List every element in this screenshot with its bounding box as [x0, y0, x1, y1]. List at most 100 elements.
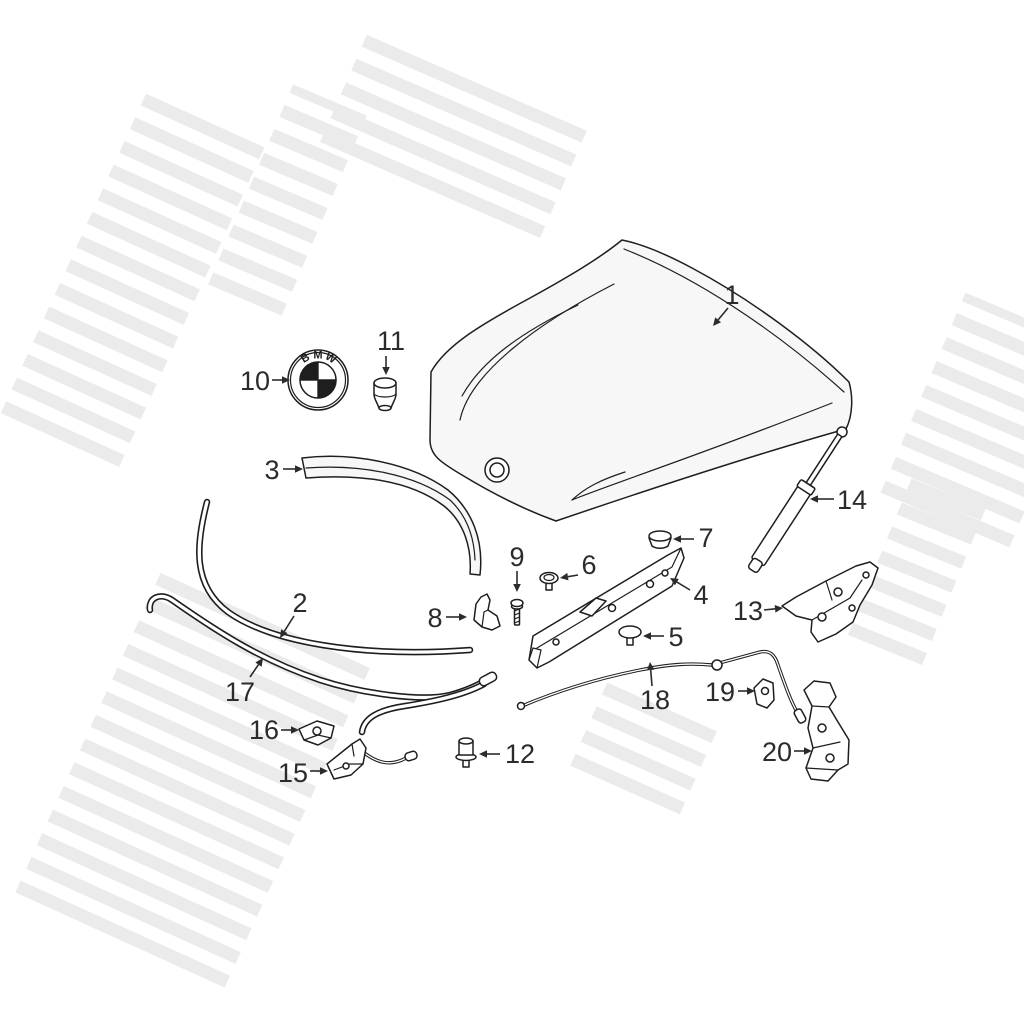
bowden-cable	[146, 593, 498, 736]
release-cable-end-right	[793, 708, 807, 724]
support-bracket-edge	[536, 547, 682, 649]
callout-18-arrowhead	[646, 662, 655, 671]
callout-13-arrowhead	[774, 605, 783, 613]
callout-20: 20	[762, 737, 792, 767]
callout-2-arrowhead	[280, 629, 288, 638]
seal-strip-ridge	[305, 466, 476, 561]
watermark-band	[0, 83, 270, 467]
rubber-stop-foot	[378, 404, 392, 412]
callout-6-arrow	[567, 574, 579, 578]
callout-9: 9	[509, 542, 524, 572]
hood-front-edge	[623, 248, 845, 393]
callout-arrows	[249, 307, 834, 775]
hood-crease-corner	[571, 471, 626, 501]
screw-head	[510, 598, 524, 608]
support-bracket-hole	[607, 603, 617, 613]
hinge-hole	[817, 612, 827, 622]
callout-12: 12	[505, 739, 535, 769]
hood-lock-hole	[342, 762, 350, 770]
emblem-ring-edge	[289, 351, 347, 409]
callout-19: 19	[705, 677, 735, 707]
release-cable-nipple	[711, 659, 723, 671]
watermark-band	[847, 474, 988, 666]
rubber-buffer	[455, 737, 477, 768]
emblem-letter-m: M	[313, 350, 322, 362]
release-cable-end-left	[516, 701, 526, 711]
gas-strut-cylinder	[751, 479, 815, 567]
hinge-hole	[862, 571, 870, 579]
callout-5-arrowhead	[643, 632, 651, 640]
clip-6-ring	[543, 573, 555, 582]
watermark-band	[208, 84, 367, 316]
callout-11-arrowhead	[382, 367, 390, 375]
hood-lock	[326, 738, 418, 780]
cable-holder	[753, 678, 775, 709]
gas-strut-collar	[796, 479, 816, 496]
callout-6-arrowhead	[560, 572, 569, 581]
hood-rubber-stop	[373, 377, 397, 412]
hinge-fold-line	[811, 579, 863, 621]
watermark-band	[880, 292, 1024, 548]
clip-7-head	[648, 530, 672, 542]
callout-13-arrow	[763, 608, 776, 611]
hood-latch-hole	[825, 753, 835, 763]
rubber-seal-core	[197, 500, 472, 654]
rubber-buffer-top	[458, 737, 474, 745]
latch-bracket-hole	[312, 726, 322, 736]
latch-bracket	[298, 720, 335, 746]
hood-latch	[803, 680, 850, 782]
support-bracket-outline	[528, 547, 685, 669]
callout-3: 3	[264, 455, 279, 485]
hood-outline	[429, 239, 853, 522]
support-bracket-hole	[661, 569, 669, 577]
release-cable-core	[521, 650, 800, 716]
rubber-stop-band	[373, 393, 397, 398]
screw	[510, 598, 524, 626]
hood-lock-cable-core	[362, 751, 409, 764]
hinge-hole	[833, 587, 843, 597]
clip-5-head	[618, 625, 642, 639]
callout-14: 14	[837, 485, 867, 515]
callout-3-arrowhead	[295, 465, 303, 473]
hood-lock-detail	[333, 743, 364, 771]
callout-1-arrowhead	[713, 317, 722, 326]
hood-crease-edge	[461, 304, 579, 397]
callout-18-arrow	[649, 669, 653, 687]
watermark-band	[320, 32, 588, 238]
hood-latch-hole	[817, 723, 827, 733]
bowden-cable-end-fitting	[478, 671, 498, 687]
callout-6: 6	[581, 550, 596, 580]
callout-19-arrowhead	[747, 687, 755, 695]
callout-20-arrowhead	[804, 747, 812, 755]
hood-latch-detail	[805, 705, 841, 771]
small-bracket	[473, 593, 501, 631]
support-bracket-hole	[645, 579, 655, 589]
callout-18: 18	[640, 685, 670, 715]
callout-16-arrowhead	[291, 726, 299, 734]
release-cable	[516, 649, 807, 724]
callout-12-arrowhead	[479, 750, 487, 758]
screw-thread	[513, 608, 521, 624]
callout-8-arrowhead	[459, 613, 467, 621]
callout-13: 13	[733, 596, 763, 626]
hood-hole-inner	[489, 462, 505, 478]
callout-4-arrowhead	[670, 578, 679, 586]
hood-support-bracket	[528, 547, 685, 669]
callout-7-arrowhead	[673, 535, 681, 543]
bmw-emblem: B M W	[287, 349, 349, 411]
callout-4-arrow	[676, 581, 691, 591]
callout-15: 15	[278, 758, 308, 788]
hood-panel	[429, 239, 853, 522]
gas-strut-bottom-fitting	[747, 557, 763, 573]
cable-holder-hole	[760, 686, 770, 696]
callout-1: 1	[724, 280, 739, 310]
callout-11: 11	[377, 326, 405, 356]
callout-17: 17	[225, 677, 255, 707]
callout-2: 2	[292, 588, 307, 618]
callout-10: 10	[240, 366, 270, 396]
hinge-outline	[781, 561, 879, 643]
hood-latch-outline	[803, 680, 850, 782]
clip-7	[648, 530, 672, 549]
seal-strip-outline	[301, 455, 482, 576]
